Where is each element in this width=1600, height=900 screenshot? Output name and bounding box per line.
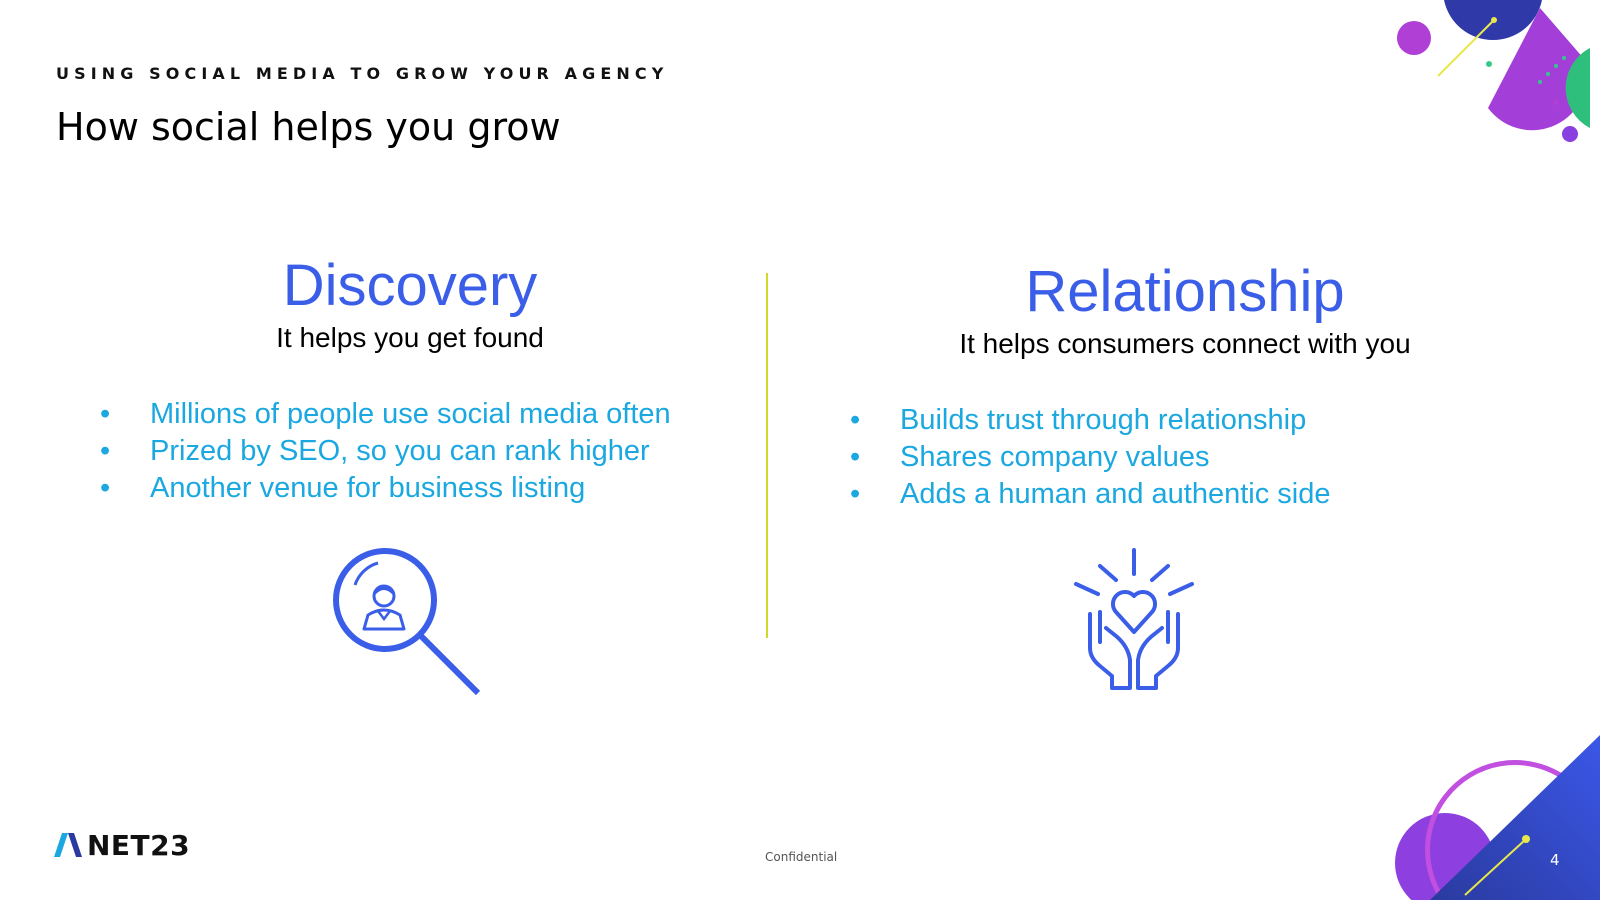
- list-item: Millions of people use social media ofte…: [100, 396, 671, 433]
- hands-heart-icon: [1074, 548, 1194, 690]
- net23-logo-mark-icon: [54, 833, 82, 857]
- relationship-heading: Relationship: [1025, 259, 1345, 324]
- discovery-bullet-list: Millions of people use social media ofte…: [100, 396, 671, 507]
- confidential-label: Confidential: [765, 850, 838, 864]
- list-item: Prized by SEO, so you can rank higher: [100, 433, 671, 470]
- page-number: 4: [1550, 851, 1560, 869]
- relationship-bullet-list: Builds trust through relationship Shares…: [850, 402, 1330, 513]
- logo-text: NET23: [87, 828, 191, 862]
- list-item: Another venue for business listing: [100, 470, 671, 507]
- net23-logo: NET23: [54, 828, 191, 862]
- relationship-subheading: It helps consumers connect with you: [959, 328, 1411, 359]
- list-item: Builds trust through relationship: [850, 402, 1330, 439]
- decorative-shapes-bottom-right: [1395, 735, 1600, 900]
- slide-eyebrow: USING SOCIAL MEDIA TO GROW YOUR AGENCY: [56, 64, 669, 83]
- slide-title: How social helps you grow: [56, 105, 561, 149]
- list-item: Adds a human and authentic side: [850, 476, 1330, 513]
- search-person-icon: [333, 548, 481, 695]
- discovery-subheading: It helps you get found: [276, 322, 544, 353]
- discovery-heading: Discovery: [282, 253, 538, 318]
- column-divider: [766, 273, 768, 638]
- list-item: Shares company values: [850, 439, 1330, 476]
- decorative-shapes-top-right: [1397, 0, 1590, 142]
